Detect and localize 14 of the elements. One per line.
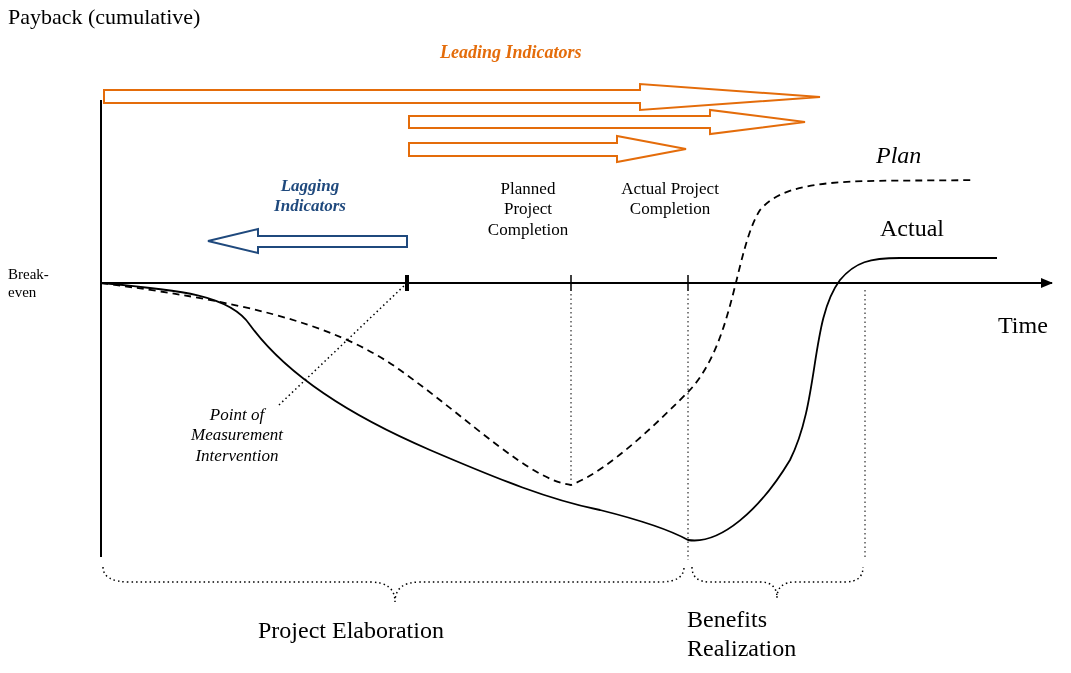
milestone-label: Planned Project Completion bbox=[486, 179, 570, 241]
curve-label: Plan bbox=[876, 141, 923, 170]
axis-label: Time bbox=[998, 311, 1049, 340]
axis-title: Payback (cumulative) bbox=[8, 4, 202, 31]
milestone-label: Actual Project Completion bbox=[620, 179, 720, 220]
leader-line bbox=[278, 284, 406, 406]
curve-label: Actual bbox=[880, 214, 945, 243]
phase-label: Benefits Realization bbox=[687, 605, 798, 663]
axis-label: Break-even bbox=[8, 265, 50, 301]
callout-text: Point of Measurement Intervention bbox=[167, 405, 307, 467]
indicator-label: Leading Indicators bbox=[440, 42, 583, 64]
tick-mark bbox=[405, 275, 409, 291]
indicator-label: Lagging Indicators bbox=[273, 176, 347, 217]
phase-label: Project Elaboration bbox=[258, 616, 445, 645]
